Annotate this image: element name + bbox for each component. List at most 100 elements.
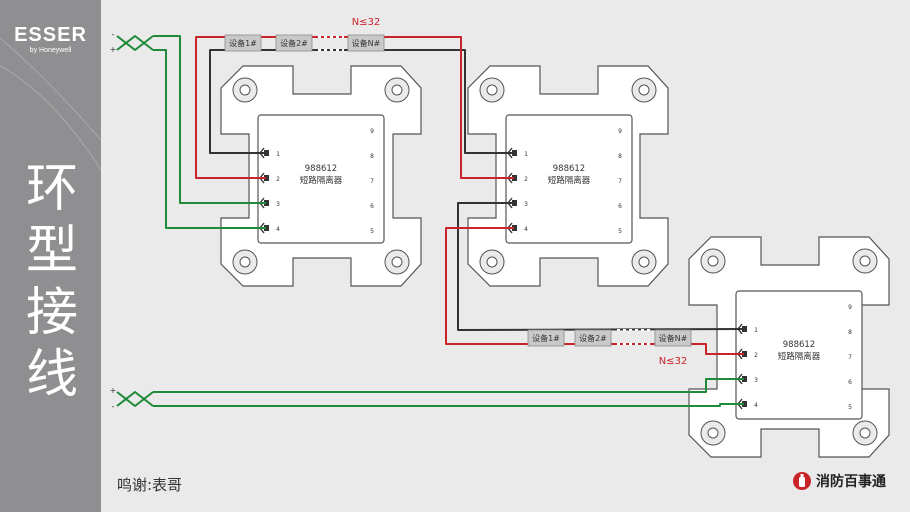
mounting-hole-inner [239, 84, 251, 96]
mounting-hole-inner [486, 84, 498, 96]
terminal-contact [264, 175, 269, 181]
terminal-label: 6 [370, 203, 374, 210]
terminal-contact [264, 200, 269, 206]
terminal-label: 4 [754, 402, 758, 409]
terminal-label: 5 [618, 228, 622, 235]
terminal-label: 5 [848, 404, 852, 411]
limit-label-bottom: N≤32 [659, 356, 688, 367]
polarity-label: + [110, 45, 117, 54]
terminal-contact [264, 225, 269, 231]
publisher-logo: 消防百事通 [792, 471, 886, 491]
device-box: 设备2# [275, 34, 313, 52]
terminal-label: 7 [618, 178, 622, 185]
terminal-contact [512, 200, 517, 206]
wire-green [153, 49, 266, 229]
device-label: 设备2# [579, 333, 607, 343]
device-label: 设备2# [280, 38, 308, 48]
limit-label-top: N≤32 [352, 17, 381, 28]
publisher-name: 消防百事通 [816, 474, 886, 490]
sidebar-decoration [0, 37, 101, 171]
terminal-label: 6 [618, 203, 622, 210]
wire-red [195, 36, 514, 179]
terminal-label: 1 [276, 151, 280, 158]
twisted-pair-top [116, 35, 154, 51]
terminal-contact [742, 326, 747, 332]
credit-text: 鸣谢:表哥 [117, 476, 183, 494]
isolator-model: 988612 [783, 340, 815, 350]
terminal-contact [512, 175, 517, 181]
terminal-label: 1 [754, 327, 758, 334]
terminal-label: 7 [370, 178, 374, 185]
wire-black [457, 202, 745, 331]
fire-extinguisher-icon [793, 472, 811, 490]
mounting-hole-inner [638, 84, 650, 96]
device-box: 设备2# [574, 329, 612, 347]
terminal-label: 4 [524, 226, 528, 233]
terminal-label: 8 [848, 329, 852, 336]
wire-green [153, 403, 744, 407]
mounting-hole-inner [707, 427, 719, 439]
device-body [654, 329, 692, 347]
twisted-pair-top [116, 35, 154, 51]
device-box: 设备1# [224, 34, 262, 52]
polarity-label: - [112, 30, 115, 39]
terminal-contact [512, 150, 517, 156]
isolator-model: 988612 [553, 164, 585, 174]
device-label: 设备N# [352, 38, 381, 48]
terminal-contact [742, 351, 747, 357]
terminal-contact [742, 401, 747, 407]
twisted-pair-bottom [116, 391, 154, 407]
terminal-label: 7 [848, 354, 852, 361]
brand-logo: ESSER [14, 24, 87, 46]
device-body [347, 34, 385, 52]
sidebar: ESSER by Honeywell 环 型 接 线 [0, 0, 101, 512]
device-label: 设备N# [659, 333, 688, 343]
terminal-label: 2 [754, 352, 758, 359]
device-body [275, 34, 313, 52]
device-box: 设备N# [347, 34, 385, 52]
mounting-hole-inner [391, 84, 403, 96]
mounting-hole-inner [859, 427, 871, 439]
terminal-label: 3 [524, 201, 528, 208]
terminal-contact [742, 376, 747, 382]
mounting-hole-inner [638, 256, 650, 268]
terminal-label: 4 [276, 226, 280, 233]
terminal-label: 8 [618, 153, 622, 160]
device-body [224, 34, 262, 52]
terminal-label: 5 [370, 228, 374, 235]
device-body [574, 329, 612, 347]
title-char: 环 [25, 159, 78, 219]
title-char: 接 [25, 283, 78, 343]
mounting-hole-inner [239, 256, 251, 268]
terminal-label: 1 [524, 151, 528, 158]
mounting-hole-inner [391, 256, 403, 268]
isolator-name: 短路隔离器 [548, 175, 591, 186]
terminal-label: 6 [848, 379, 852, 386]
device-label: 设备1# [229, 38, 257, 48]
terminal-label: 9 [618, 128, 622, 135]
page-title: 环 型 接 线 [22, 158, 82, 406]
isolator-name: 短路隔离器 [300, 175, 343, 186]
terminal-contact [512, 225, 517, 231]
device-box: 设备1# [527, 329, 565, 347]
twisted-pair-bottom [116, 391, 154, 407]
title-char: 型 [25, 221, 78, 281]
terminal-label: 3 [754, 377, 758, 384]
terminal-label: 9 [370, 128, 374, 135]
device-label: 设备1# [532, 333, 560, 343]
title-char: 线 [25, 345, 78, 405]
mounting-hole-inner [859, 255, 871, 267]
polarity-label: - [112, 402, 115, 411]
terminal-label: 9 [848, 304, 852, 311]
wire-green [153, 378, 744, 393]
terminal-label: 2 [276, 176, 280, 183]
polarity-label: + [110, 386, 117, 395]
terminal-label: 2 [524, 176, 528, 183]
isolator-name: 短路隔离器 [778, 351, 821, 362]
terminal-label: 8 [370, 153, 374, 160]
mounting-hole-inner [707, 255, 719, 267]
